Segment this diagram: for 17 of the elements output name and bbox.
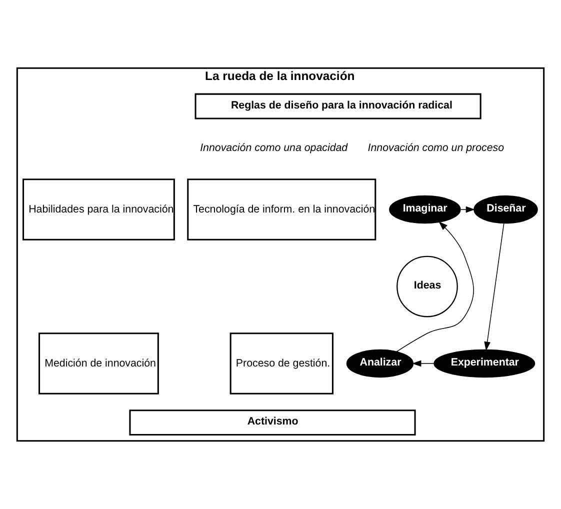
node-ellipse: Diseñar: [474, 195, 538, 224]
node-box: Reglas de diseño para la innovación radical: [194, 93, 482, 120]
node-box: Habilidades para la innovación: [22, 178, 175, 240]
label: Innovación como un proceso: [368, 142, 504, 154]
node-ellipse: Imaginar: [389, 195, 461, 224]
arrow: [484, 222, 504, 351]
node-box: Proceso de gestión.: [230, 332, 334, 394]
node-ellipse: Analizar: [346, 349, 414, 378]
arrow: [460, 206, 476, 213]
arrow: [412, 360, 434, 367]
node-box: Medición de innovación: [38, 332, 159, 394]
node-box: Tecnología de inform. en la innovación: [187, 178, 376, 240]
node-circle: Ideas: [396, 256, 458, 318]
arrow: [396, 221, 474, 352]
node-box: Activismo: [129, 410, 416, 436]
node-ellipse: Experimentar: [434, 349, 536, 378]
label: Innovación como una opacidad: [200, 142, 348, 154]
